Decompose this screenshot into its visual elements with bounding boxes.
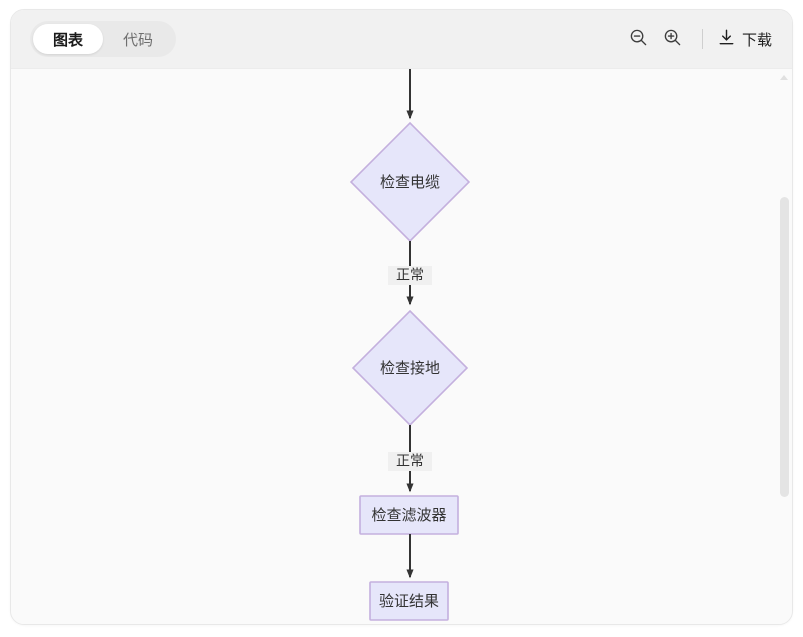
- edge-label: 正常: [396, 267, 424, 283]
- node-check-ground[interactable]: 检查接地: [351, 309, 469, 427]
- edge-label: 正常: [396, 453, 424, 469]
- zoom-in-icon: [663, 28, 682, 50]
- node-label: 检查滤波器: [371, 507, 446, 524]
- card-header: 图表 代码: [11, 10, 792, 69]
- edge-n2-n3: 正常: [388, 425, 432, 493]
- vertical-scrollbar-thumb[interactable]: [780, 197, 789, 497]
- zoom-out-button[interactable]: [622, 22, 656, 56]
- edge-n1-n2: 正常: [388, 241, 432, 306]
- rect-shape: [369, 581, 449, 621]
- download-label: 下载: [741, 31, 772, 49]
- node-label: 检查接地: [380, 360, 440, 377]
- zoom-out-icon: [629, 28, 648, 50]
- scroll-up-arrow-icon: [780, 75, 788, 80]
- download-icon: [717, 28, 736, 51]
- header-toolbar: 下载: [622, 22, 774, 56]
- edge-label-bg: [388, 452, 432, 471]
- diagram-card: 图表 代码: [10, 9, 793, 625]
- tab-code[interactable]: 代码: [103, 24, 173, 54]
- node-check-cable[interactable]: 检查电缆: [349, 121, 471, 243]
- zoom-in-button[interactable]: [656, 22, 690, 56]
- view-tab-group[interactable]: 图表 代码: [30, 21, 176, 57]
- node-label: 检查电缆: [380, 174, 440, 191]
- diagram-canvas[interactable]: 检查电缆 正常 检查接地 正常: [11, 69, 792, 624]
- toolbar-divider: [701, 29, 703, 49]
- node-verify-result[interactable]: 验证结果: [369, 581, 449, 621]
- node-label: 验证结果: [379, 593, 439, 610]
- flowchart-svg: 检查电缆 正常 检查接地 正常: [349, 69, 471, 621]
- edge-label-bg: [388, 266, 432, 285]
- tab-chart[interactable]: 图表: [33, 24, 103, 54]
- node-check-filter[interactable]: 检查滤波器: [359, 495, 459, 535]
- download-button[interactable]: 下载: [715, 24, 774, 55]
